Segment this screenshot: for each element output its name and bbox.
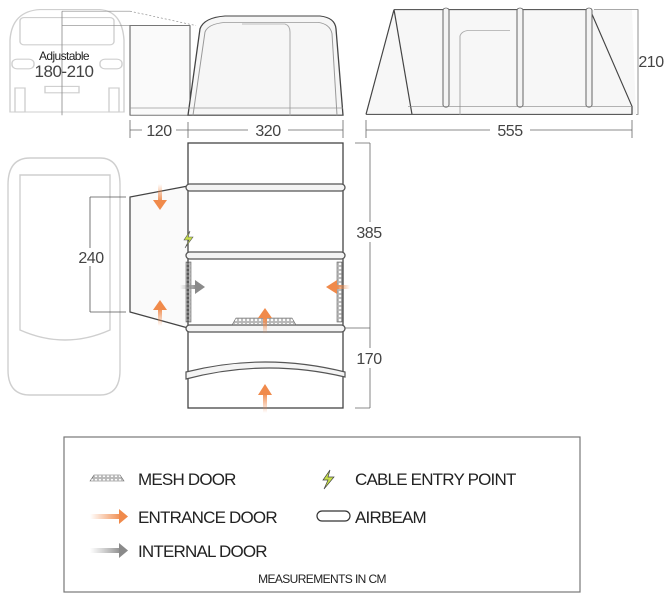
legend-mesh-door: MESH DOOR [138, 470, 236, 489]
measurements-note: MEASUREMENTS IN CM [258, 572, 386, 586]
van-label-adjustable: Adjustable [39, 49, 90, 63]
cable-entry-icon [322, 469, 335, 490]
tent-front [187, 15, 344, 116]
awning-connector [129, 25, 191, 116]
internal-door-arrow [180, 280, 205, 294]
entrance-door-arrow [153, 184, 167, 210]
legend-cable-entry-point: CABLE ENTRY POINT [355, 470, 516, 489]
side-mesh-door [185, 261, 192, 323]
entrance-door-arrow [326, 280, 350, 294]
legend-box [63, 436, 581, 593]
legend: MESH DOOR CABLE ENTRY POINT ENTRANCE DOO… [63, 436, 581, 593]
entrance-door-arrow [258, 308, 272, 334]
van-top-outline [7, 157, 121, 396]
internal-door-icon [90, 543, 128, 558]
legend-entrance-door: ENTRANCE DOOR [138, 508, 277, 527]
tent-length-dimension: 385 [356, 225, 382, 242]
curved-airbeam [185, 361, 346, 380]
airbeam-icon [316, 510, 351, 522]
width-dimensions: 120 320 555 [129, 120, 633, 140]
entrance-door-icon [90, 509, 128, 524]
legend-internal-door: INTERNAL DOOR [138, 542, 267, 561]
awning-depth-dimension: 120 [146, 123, 172, 140]
van-front-outline [9, 9, 125, 113]
cable-entry-icon [183, 230, 194, 249]
front-view: Adjustable 180-210 [9, 9, 344, 116]
airbeam [185, 251, 346, 260]
airbeam [185, 183, 346, 192]
floor-plan: 240 385 170 [74, 142, 387, 413]
mesh-door-icon [89, 474, 125, 482]
entrance-door-arrow [153, 300, 167, 326]
side-length-dimension: 555 [497, 123, 523, 140]
porch-length-dimension: 170 [356, 351, 382, 368]
entrance-door-arrow [258, 384, 272, 413]
van-height-range: 180-210 [35, 62, 94, 81]
annex-width-dimension: 240 [78, 250, 104, 267]
side-mesh-door [336, 261, 343, 323]
legend-airbeam: AIRBEAM [355, 508, 426, 527]
height-dimension: 210 [638, 54, 664, 71]
side-view: 210 [365, 7, 666, 115]
tent-width-dimension: 320 [255, 123, 281, 140]
